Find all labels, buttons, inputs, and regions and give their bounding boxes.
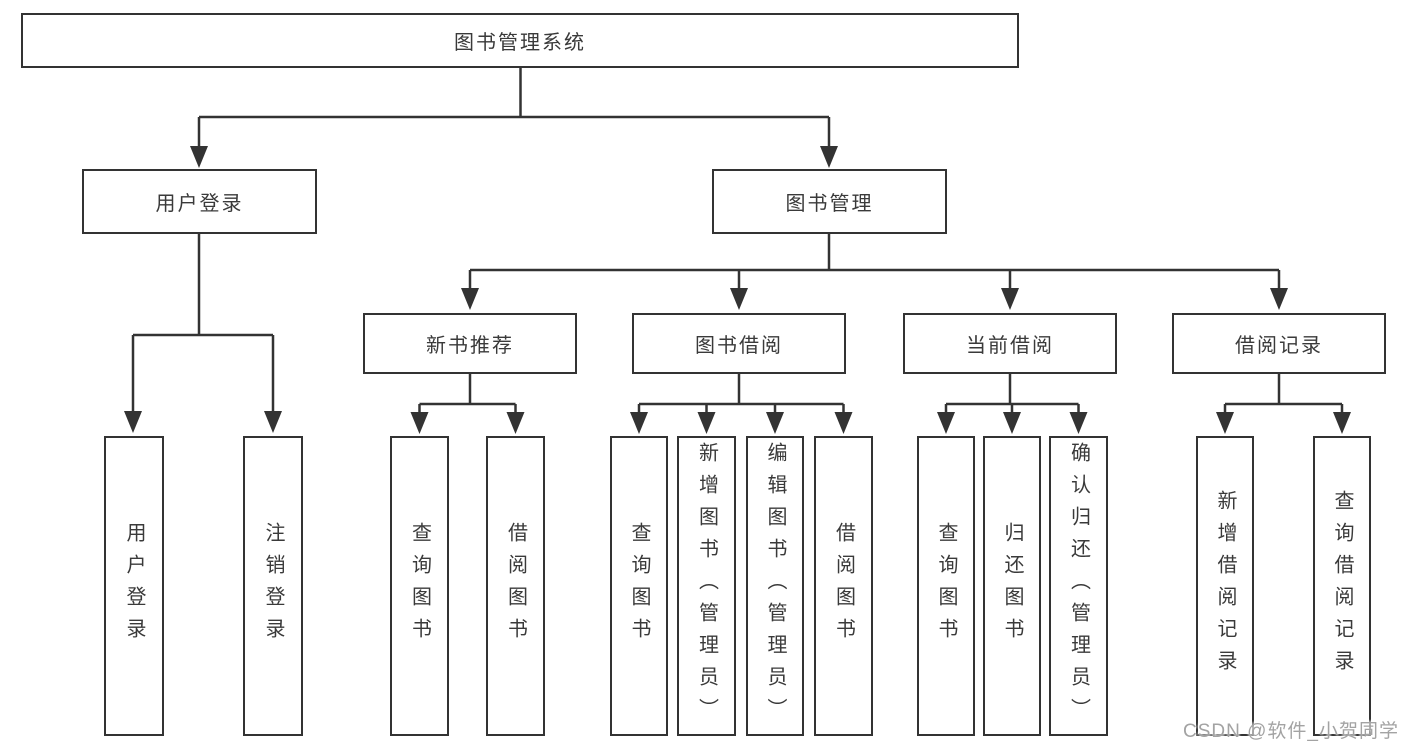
leaf-add-book-admin: 新增图书（管理员） <box>677 436 736 736</box>
node-book-borrowing: 图书借阅 <box>632 313 846 374</box>
node-book-borrowing-label: 图书借阅 <box>695 335 783 357</box>
leaf-query-books-current: 查询图书 <box>917 436 975 736</box>
leaf-confirm-return-admin: 确认归还（管理员） <box>1049 436 1108 736</box>
leaf-add-borrow-record: 新增借阅记录 <box>1196 436 1254 736</box>
leaf-user-login-label: 用户登录 <box>123 522 145 650</box>
leaf-query-books-current-label: 查询图书 <box>935 522 957 650</box>
leaf-query-books-borrowing-label: 查询图书 <box>628 522 650 650</box>
arrowhead-icon <box>124 146 1351 434</box>
node-user-login-branch: 用户登录 <box>82 169 317 234</box>
node-root-system-label: 图书管理系统 <box>454 32 586 54</box>
leaf-query-borrow-record-label: 查询借阅记录 <box>1331 490 1353 682</box>
node-user-login-branch-label: 用户登录 <box>155 193 244 215</box>
node-borrowing-records-label: 借阅记录 <box>1235 335 1323 357</box>
leaf-borrow-books-borrowing: 借阅图书 <box>814 436 873 736</box>
leaf-return-book: 归还图书 <box>983 436 1041 736</box>
leaf-add-borrow-record-label: 新增借阅记录 <box>1214 490 1236 682</box>
node-root-system: 图书管理系统 <box>21 13 1019 68</box>
leaf-edit-book-admin-label: 编辑图书（管理员） <box>764 442 786 730</box>
leaf-query-borrow-record: 查询借阅记录 <box>1313 436 1371 736</box>
leaf-query-books-recommend: 查询图书 <box>390 436 449 736</box>
node-new-book-recommend: 新书推荐 <box>363 313 577 374</box>
leaf-return-book-label: 归还图书 <box>1001 522 1023 650</box>
leaf-edit-book-admin: 编辑图书（管理员） <box>746 436 804 736</box>
watermark: CSDN @软件_小贺同学 <box>1183 721 1399 742</box>
leaf-add-book-admin-label: 新增图书（管理员） <box>695 442 718 730</box>
leaf-borrow-books-recommend: 借阅图书 <box>486 436 545 736</box>
leaf-user-login: 用户登录 <box>104 436 164 736</box>
leaf-borrow-books-recommend-label: 借阅图书 <box>504 522 527 650</box>
leaf-logout-label: 注销登录 <box>262 522 284 650</box>
leaf-query-books-borrowing: 查询图书 <box>610 436 668 736</box>
leaf-query-books-recommend-label: 查询图书 <box>408 522 431 650</box>
node-new-book-recommend-label: 新书推荐 <box>426 335 514 357</box>
node-current-borrowing-label: 当前借阅 <box>966 335 1054 357</box>
node-borrowing-records: 借阅记录 <box>1172 313 1386 374</box>
leaf-confirm-return-admin-label: 确认归还（管理员） <box>1067 442 1090 730</box>
leaf-borrow-books-borrowing-label: 借阅图书 <box>832 522 855 650</box>
node-book-management-branch: 图书管理 <box>712 169 947 234</box>
tree-edges <box>131 68 1344 416</box>
leaf-logout: 注销登录 <box>243 436 303 736</box>
node-current-borrowing: 当前借阅 <box>903 313 1117 374</box>
node-book-management-branch-label: 图书管理 <box>785 193 874 215</box>
